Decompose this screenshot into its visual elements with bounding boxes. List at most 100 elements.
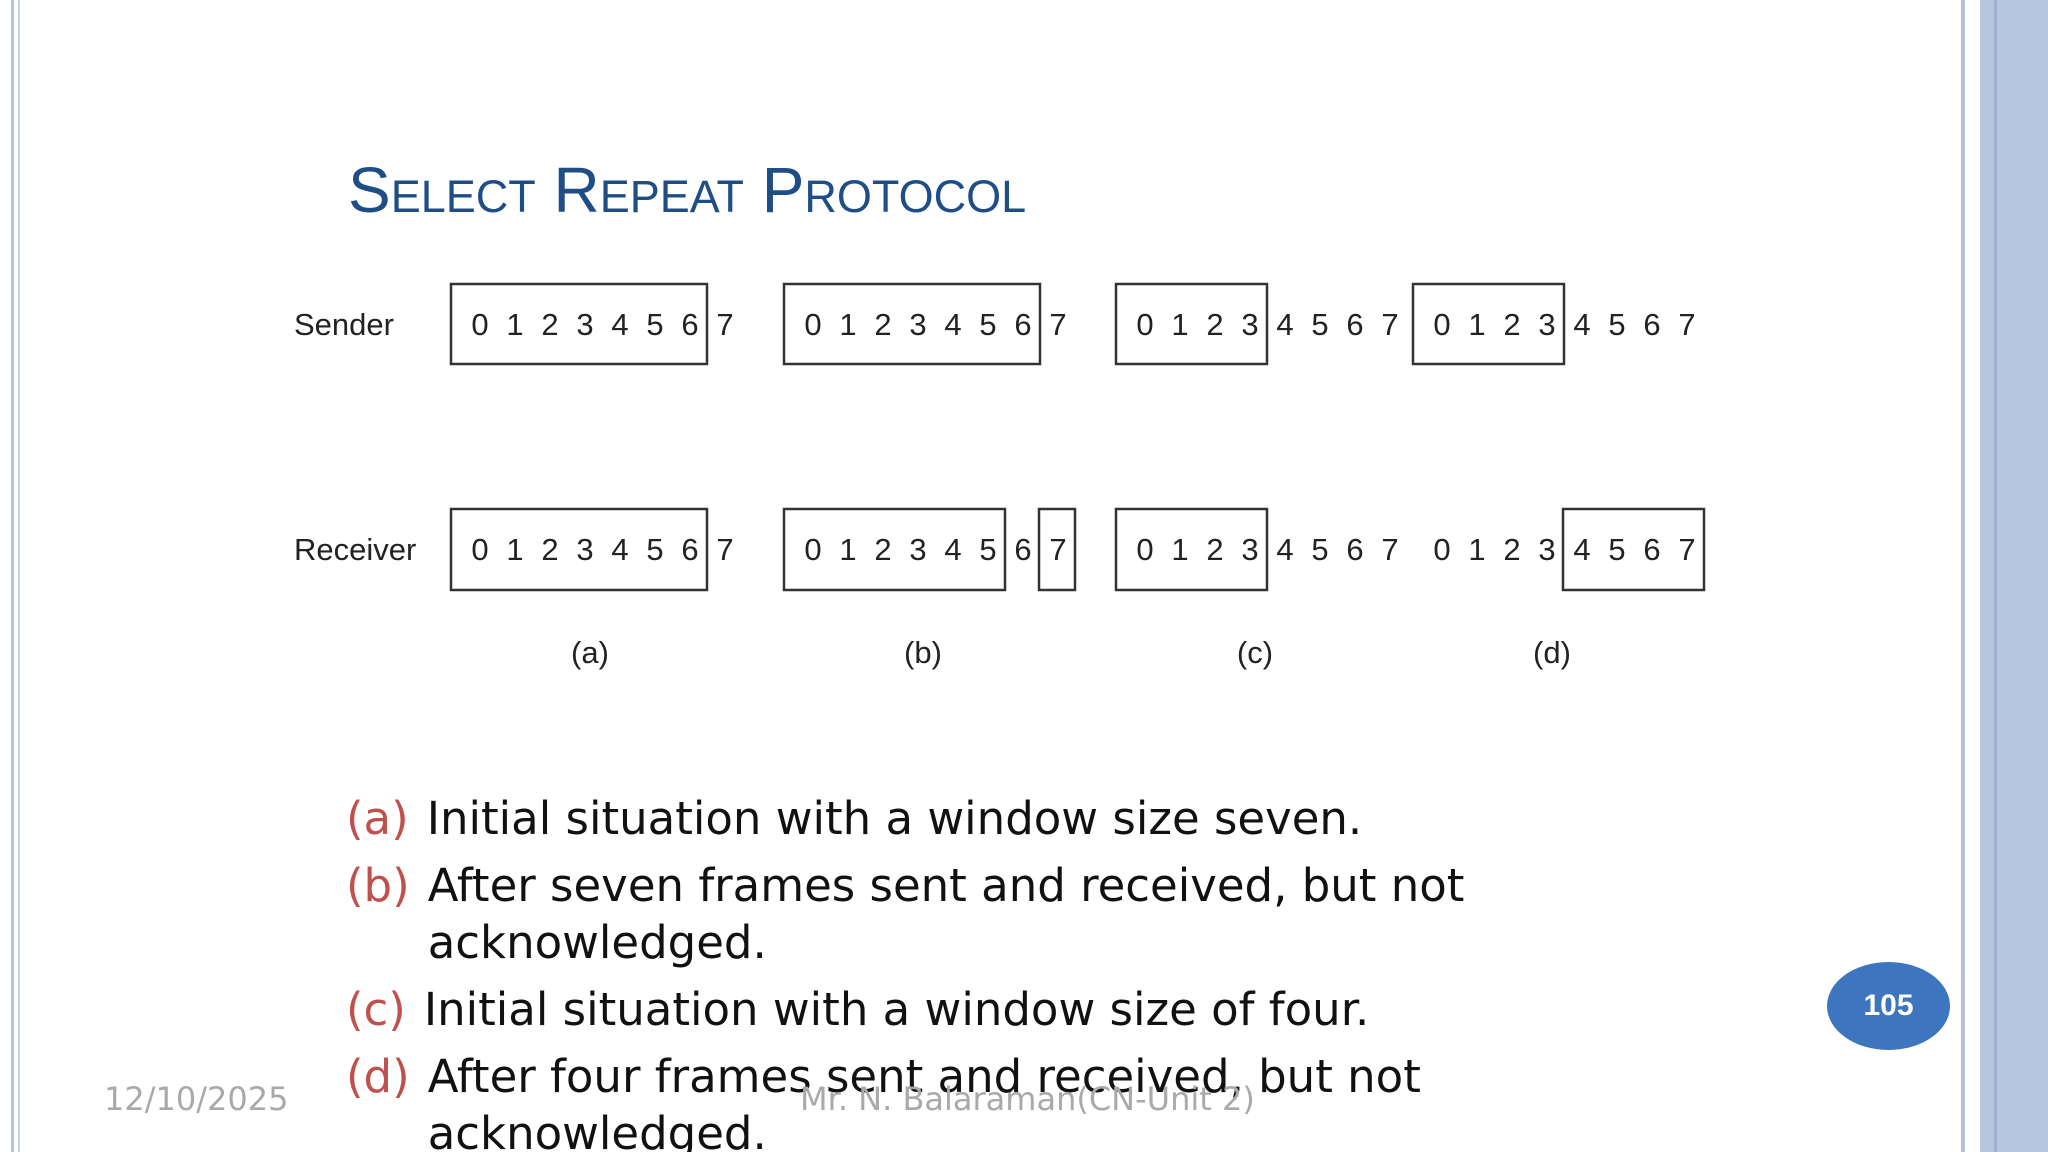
sender-sequence-number: 1 (1171, 307, 1188, 342)
panel-label: (c) (1237, 635, 1273, 670)
receiver-sequence-number: 0 (1136, 532, 1153, 567)
footer-date: 12/10/2025 (104, 1080, 289, 1118)
sender-sequence-number: 1 (839, 307, 856, 342)
receiver-sequence-number: 1 (1171, 532, 1188, 567)
panel-label: (d) (1533, 635, 1571, 670)
receiver-sequence-number: 3 (909, 532, 926, 567)
sender-sequence-number: 4 (1573, 307, 1590, 342)
caption-text: Initial situation with a window size of … (423, 983, 1370, 1036)
receiver-sequence-number: 4 (611, 532, 628, 567)
page-number-badge: 105 (1827, 962, 1950, 1050)
caption-text: After four frames sent and received, but… (427, 1050, 1421, 1152)
sender-sequence-number: 2 (541, 307, 558, 342)
receiver-sequence-number: 1 (839, 532, 856, 567)
sender-sequence-number: 7 (1049, 307, 1066, 342)
sender-row-label: Sender (294, 307, 394, 342)
caption-list: (a) Initial situation with a window size… (346, 790, 1546, 1152)
receiver-window-box (1037, 507, 1077, 592)
receiver-row-label: Receiver (294, 532, 416, 567)
receiver-sequence-number: 3 (576, 532, 593, 567)
sender-sequence-number: 5 (1608, 307, 1625, 342)
receiver-sequence-number: 4 (944, 532, 961, 567)
receiver-sequence-number: 2 (1206, 532, 1223, 567)
sender-sequence-number: 0 (1136, 307, 1153, 342)
sender-sequence-number: 5 (1311, 307, 1328, 342)
receiver-sequence-number: 0 (1433, 532, 1450, 567)
sender-sequence-number: 7 (1678, 307, 1695, 342)
sender-sequence-number: 3 (1538, 307, 1555, 342)
sender-sequence-number: 6 (1643, 307, 1660, 342)
sender-sequence-number: 4 (1276, 307, 1293, 342)
receiver-window-box (449, 507, 709, 592)
left-border-line-inner (18, 0, 20, 1152)
sender-sequence-number: 0 (1433, 307, 1450, 342)
sender-sequence-number: 3 (1241, 307, 1258, 342)
caption-item: (c) Initial situation with a window size… (346, 981, 1546, 1038)
sender-sequence-number: 1 (506, 307, 523, 342)
sender-sequence-number: 2 (1206, 307, 1223, 342)
right-border-band (1980, 0, 2048, 1152)
sender-sequence-number: 3 (576, 307, 593, 342)
receiver-sequence-number: 2 (1503, 532, 1520, 567)
receiver-window-box (1561, 507, 1706, 592)
sender-sequence-number: 0 (804, 307, 821, 342)
caption-label: (d) (346, 1050, 410, 1103)
sender-window-box (1114, 282, 1269, 366)
caption-label: (c) (346, 983, 406, 1036)
receiver-sequence-number: 5 (979, 532, 996, 567)
receiver-sequence-number: 7 (716, 532, 733, 567)
sender-sequence-number: 7 (716, 307, 733, 342)
sender-sequence-number: 2 (874, 307, 891, 342)
receiver-sequence-number: 4 (1276, 532, 1293, 567)
receiver-sequence-number: 7 (1049, 532, 1066, 567)
receiver-sequence-number: 7 (1678, 532, 1695, 567)
receiver-sequence-number: 1 (506, 532, 523, 567)
sender-sequence-number: 4 (944, 307, 961, 342)
sender-sequence-number: 4 (611, 307, 628, 342)
slide-title: Select Repeat Protocol (348, 154, 1027, 226)
receiver-sequence-number: 1 (1468, 532, 1485, 567)
receiver-sequence-number: 6 (1643, 532, 1660, 567)
sender-sequence-number: 5 (646, 307, 663, 342)
panel-label: (a) (571, 635, 609, 670)
receiver-sequence-number: 2 (541, 532, 558, 567)
caption-item: (d) After four frames sent and received,… (346, 1048, 1546, 1152)
sender-sequence-number: 3 (909, 307, 926, 342)
receiver-sequence-number: 4 (1573, 532, 1590, 567)
receiver-sequence-number: 6 (1014, 532, 1031, 567)
receiver-sequence-number: 6 (681, 532, 698, 567)
receiver-sequence-number: 7 (1381, 532, 1398, 567)
sender-sequence-number: 7 (1381, 307, 1398, 342)
caption-label: (b) (346, 859, 410, 912)
receiver-sequence-number: 2 (874, 532, 891, 567)
caption-item: (b) After seven frames sent and received… (346, 857, 1546, 971)
sender-sequence-number: 6 (681, 307, 698, 342)
sender-window-box (782, 282, 1042, 366)
sender-sequence-number: 0 (471, 307, 488, 342)
receiver-sequence-number: 3 (1241, 532, 1258, 567)
receiver-sequence-number: 0 (804, 532, 821, 567)
receiver-sequence-number: 3 (1538, 532, 1555, 567)
sender-sequence-number: 1 (1468, 307, 1485, 342)
caption-label: (a) (346, 792, 409, 845)
sender-window-box (449, 282, 709, 366)
sender-sequence-number: 6 (1014, 307, 1031, 342)
caption-text: Initial situation with a window size sev… (426, 792, 1363, 845)
sender-sequence-number: 6 (1346, 307, 1363, 342)
sender-sequence-number: 2 (1503, 307, 1520, 342)
receiver-window-box (782, 507, 1007, 592)
caption-text: After seven frames sent and received, bu… (427, 859, 1465, 969)
receiver-sequence-number: 6 (1346, 532, 1363, 567)
sender-sequence-number: 5 (979, 307, 996, 342)
right-border-band-line (1994, 0, 1997, 1152)
panel-label: (b) (904, 635, 942, 670)
receiver-sequence-number: 5 (1311, 532, 1328, 567)
footer-author: Mr. N. Balaraman(CN-Unit 2) (800, 1080, 1255, 1118)
right-border-line (1961, 0, 1965, 1152)
left-border-line (11, 0, 14, 1152)
receiver-sequence-number: 0 (471, 532, 488, 567)
receiver-sequence-number: 5 (646, 532, 663, 567)
